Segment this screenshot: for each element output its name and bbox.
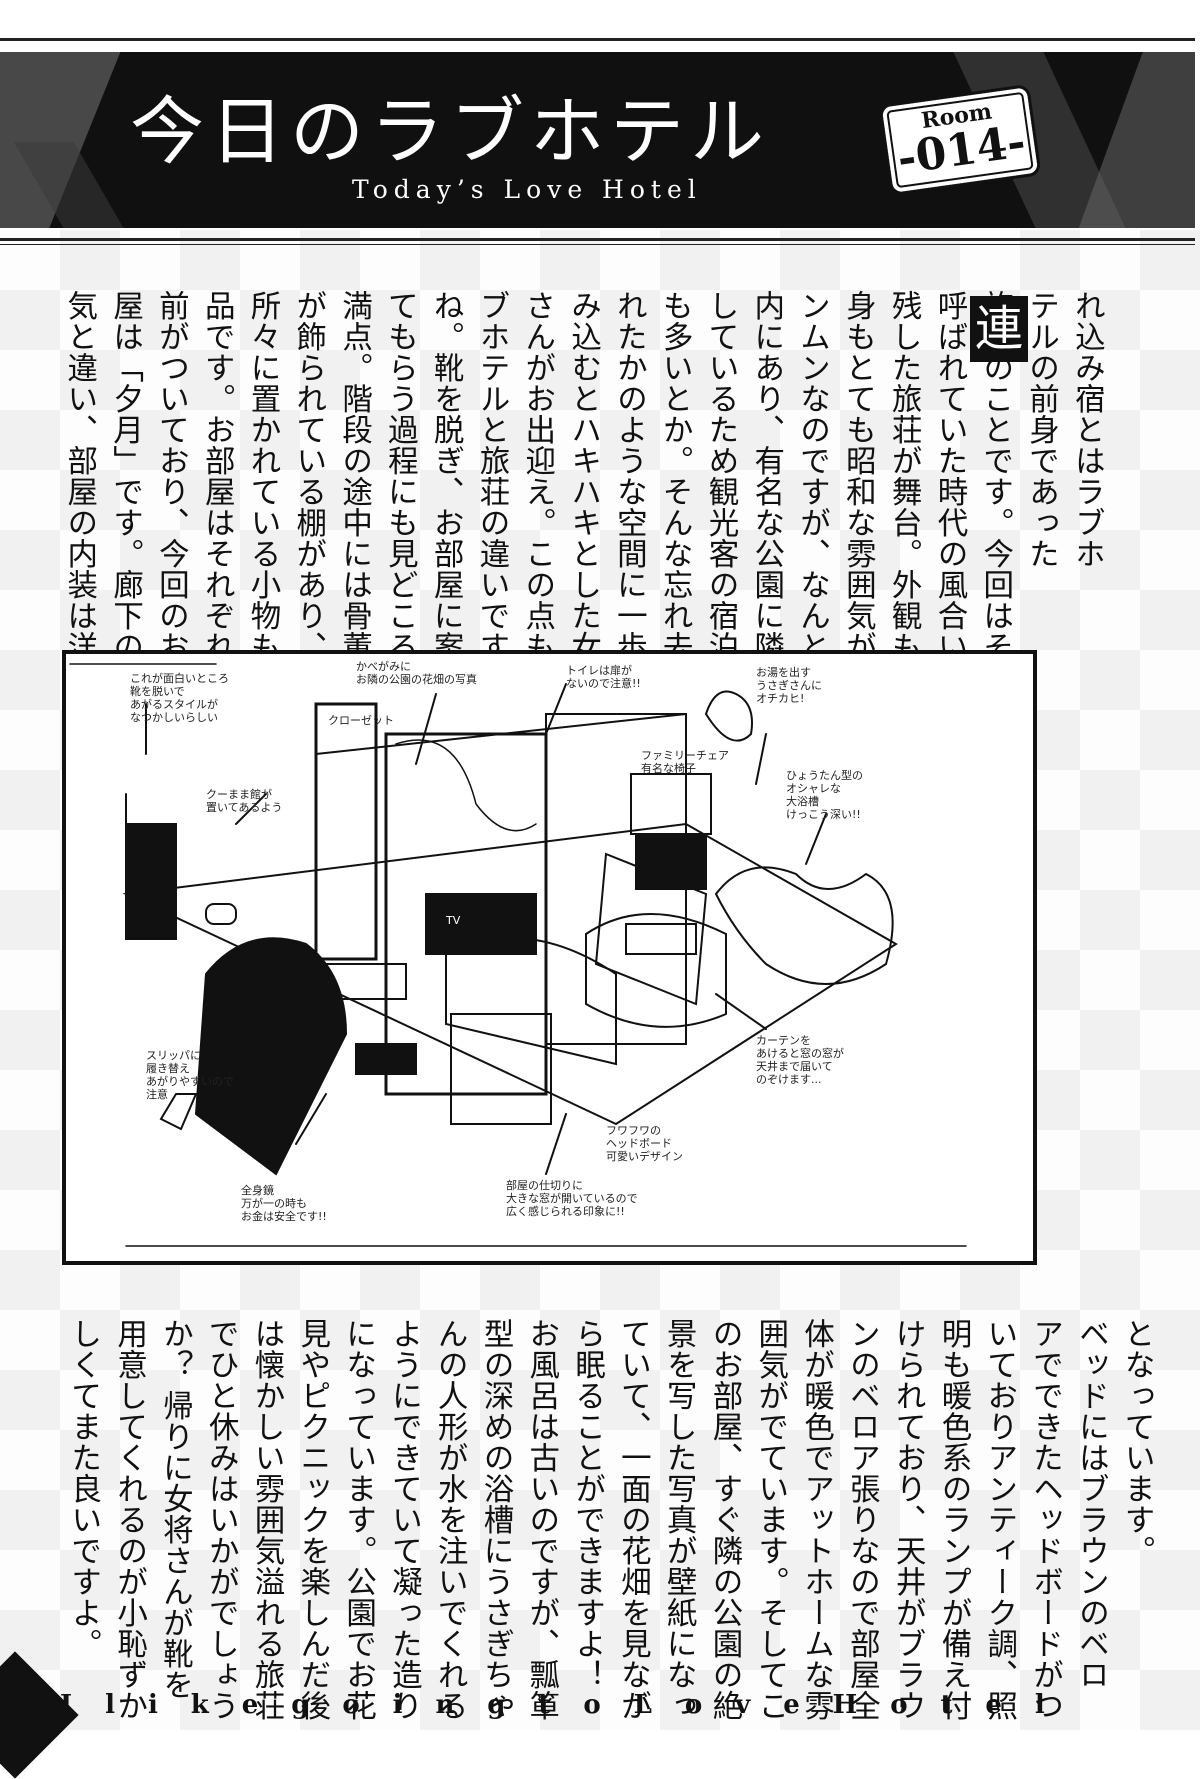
footer-letter: o [583, 1690, 601, 1720]
footer-letter: e [985, 1690, 1002, 1720]
footer-letter: e [783, 1690, 800, 1720]
article-text-bottom: となっています。 ベッドにはブラウンのベロ アでできたヘッドボードがつ いており… [65, 1318, 1155, 1721]
footer-letter: g [487, 1690, 506, 1720]
footer-letter: l [1034, 1690, 1045, 1720]
note-entrance: これが面白いところ 靴を脱いで あがるスタイルが なつかしいらしい [130, 672, 229, 724]
note-family-chair: ファミリーチェア 有名な椅子 [641, 749, 729, 775]
note-tv: TV [446, 914, 461, 927]
header-bottom-rule-thin [0, 244, 1195, 245]
footer-tagline: I l i k e g o i n g t o L o v e H o t e … [60, 1690, 1045, 1720]
footer-letter: l [105, 1690, 115, 1720]
footer-letter: o [342, 1690, 360, 1720]
article-text-top: れ込み宿とはラブホ テルの前身であった 旅館のことです。今回はそう 呼ばれていた… [61, 290, 1105, 724]
page-subtitle: Today’s Love Hotel [352, 175, 702, 204]
footer-letter: t [940, 1690, 953, 1720]
footer-letter: I [60, 1690, 73, 1720]
note-bath: ひょうたん型の オシャレな 大浴槽 けっこう深い!! [786, 769, 863, 821]
top-rule [0, 38, 1195, 41]
note-toilet: トイレは扉が ないので注意!! [566, 664, 641, 690]
room-sketch [69, 663, 967, 1247]
footer-letter: e [241, 1690, 259, 1720]
note-closet-frame: クローゼット [328, 714, 394, 727]
lead-character: 連 [970, 296, 1028, 362]
room-illustration: これが面白いところ 靴を脱いで あがるスタイルが なつかしいらしい クローゼット… [62, 650, 1037, 1265]
note-headboard: フワフワの ヘッドボード 可愛いデザイン [606, 1124, 683, 1163]
footer-letter: o [890, 1690, 908, 1720]
footer-letter: v [735, 1690, 751, 1720]
footer-letter: H [832, 1690, 858, 1720]
note-bunny: お湯を出す うさぎさんに オチカヒ! [756, 666, 822, 705]
footer-letter: g [291, 1690, 310, 1720]
note-curtain: カーテンを あけると窓の窓が 天井まで届いて のぞけます... [756, 1034, 844, 1086]
footer-letter: o [684, 1690, 703, 1720]
note-slippers: スリッパに 履き替え あがりやすいので 注意 [146, 1049, 234, 1101]
footer-letter: i [392, 1690, 403, 1720]
page-title: 今日のラブホテル [130, 89, 770, 175]
footer-letter: n [435, 1690, 455, 1720]
note-closet: クーまま館が 置いてあるよう [206, 788, 283, 814]
header-bottom-rule [0, 238, 1195, 241]
footer-letter: L [633, 1690, 652, 1720]
footer-letter: i [147, 1690, 158, 1720]
footer-letter: t [538, 1690, 551, 1720]
note-photo-wall: かべがみに お隣の公園の花畑の写真 [356, 660, 477, 686]
footer-letter: k [190, 1690, 209, 1720]
note-mirror: 全身鏡 万が一の時も お金は安全です!! [241, 1184, 327, 1223]
note-partition: 部屋の仕切りに 大きな窓が開いているので 広く感じられる印象に!! [506, 1179, 638, 1218]
